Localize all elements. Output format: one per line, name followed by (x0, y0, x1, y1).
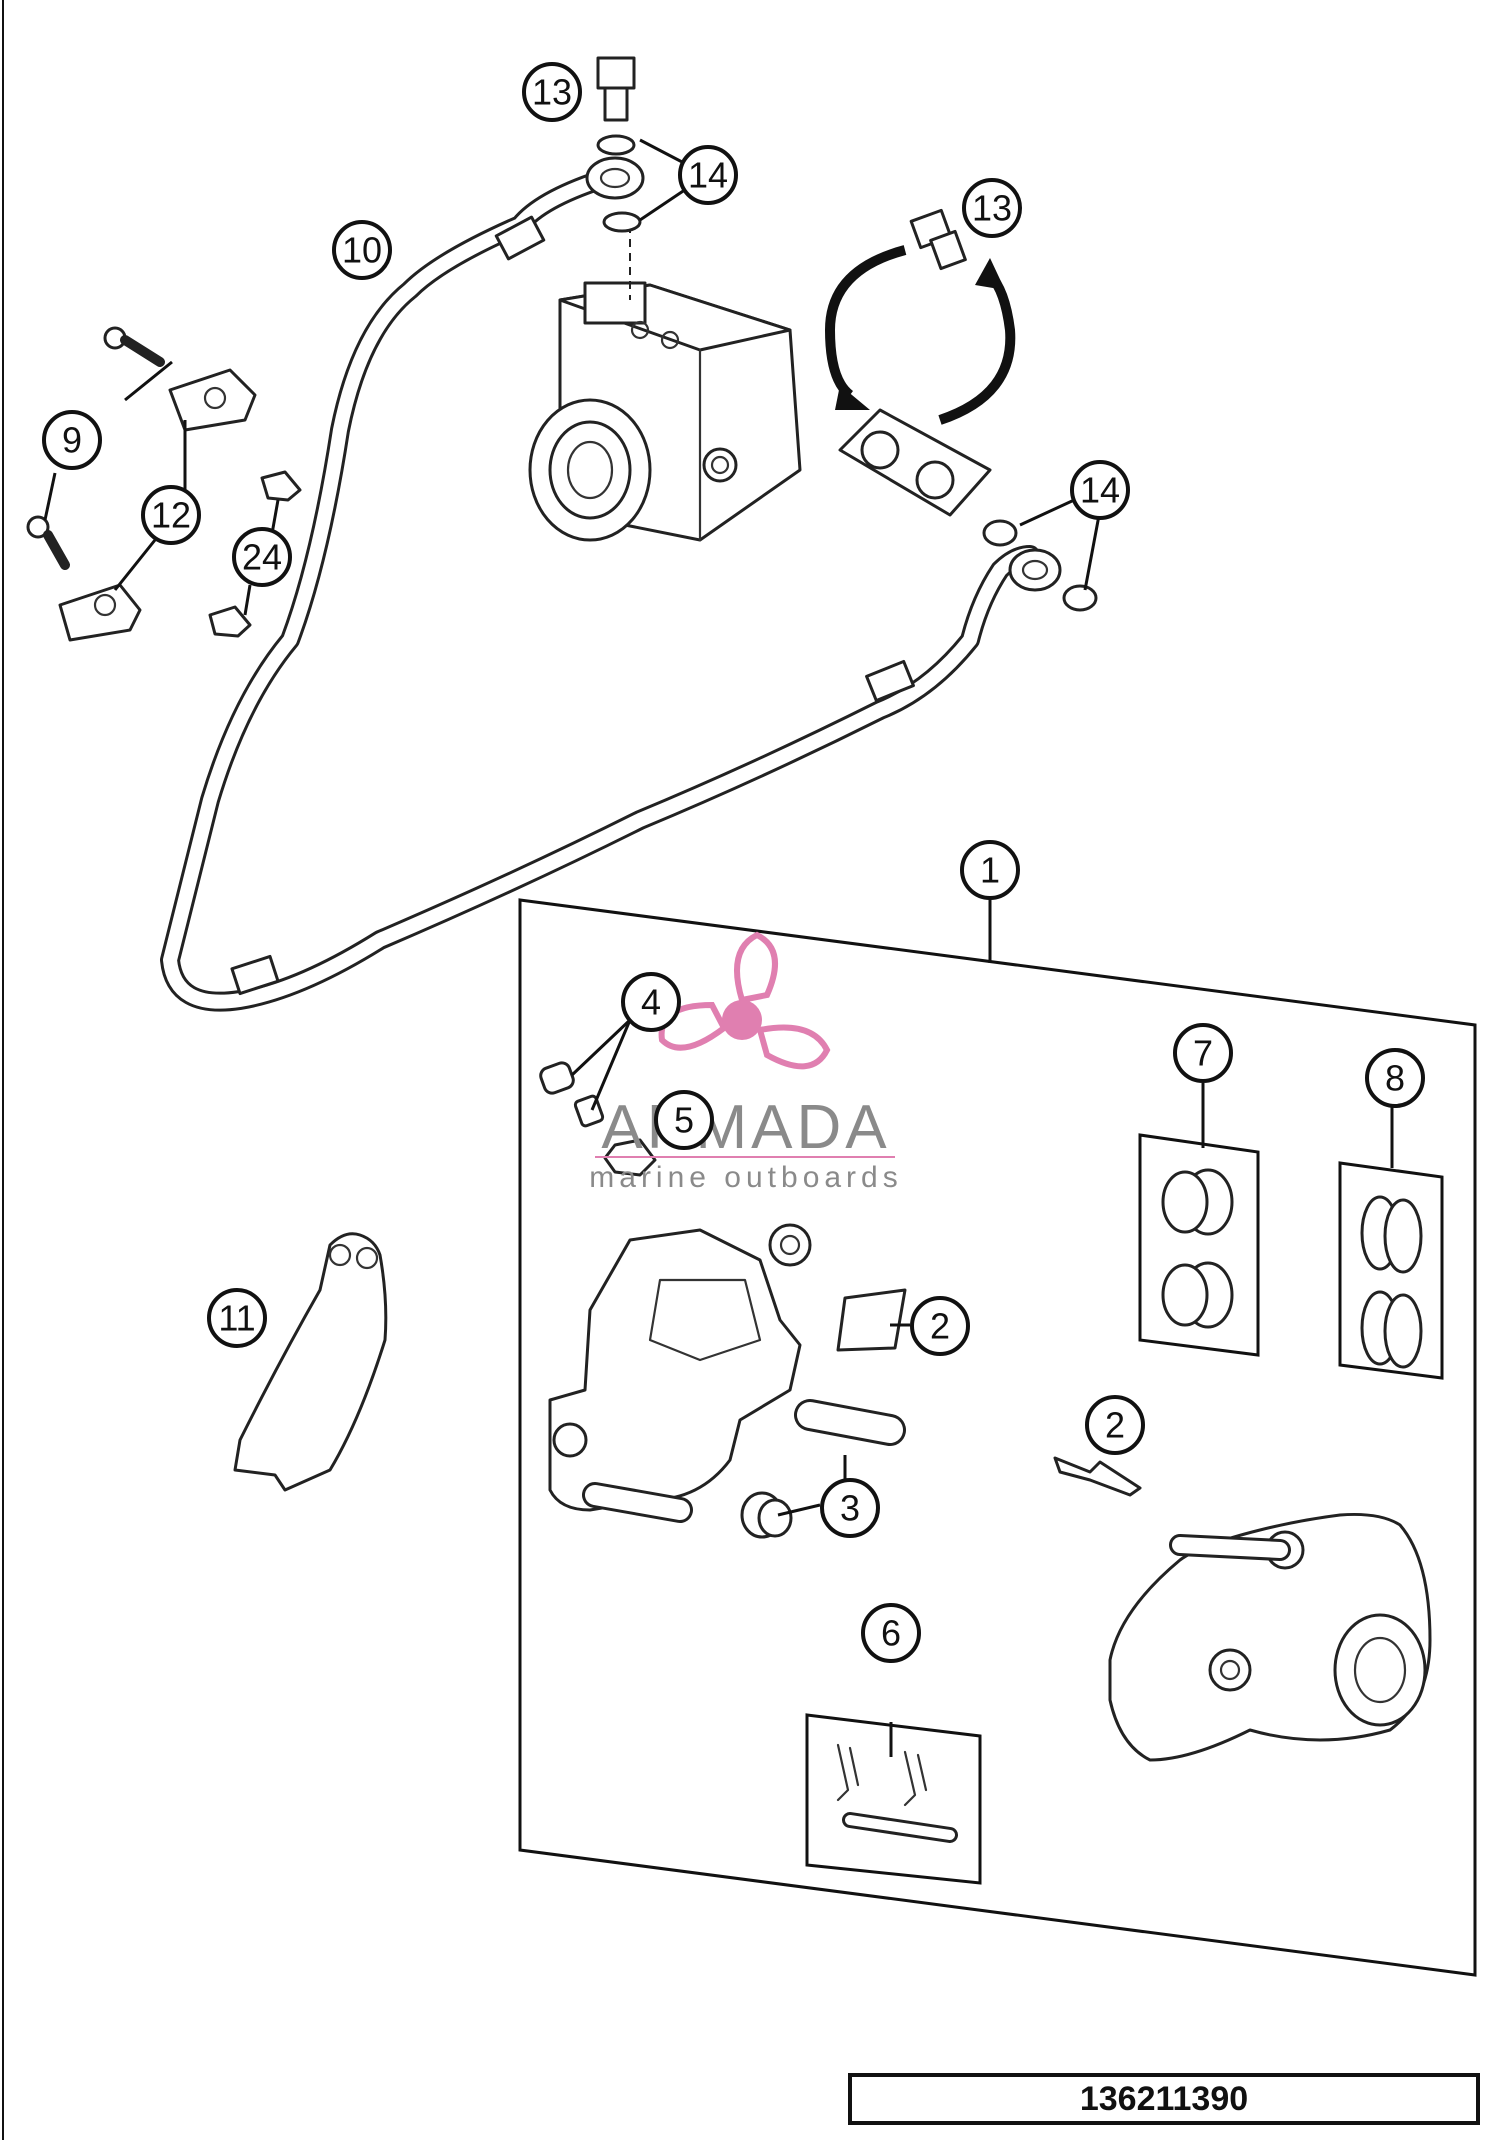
svg-text:24: 24 (242, 537, 282, 578)
svg-text:3: 3 (840, 1488, 860, 1529)
watermark-tagline: marine outboards (589, 1161, 902, 1194)
svg-text:14: 14 (1080, 470, 1120, 511)
screw-lower (26, 515, 70, 570)
callout-4: 4 (621, 972, 681, 1032)
callout-9: 9 (42, 410, 102, 470)
caliper-body (1108, 1513, 1432, 1762)
callout-7: 7 (1173, 1023, 1233, 1083)
callout-12: 12 (141, 485, 201, 545)
svg-text:5: 5 (674, 1100, 694, 1141)
bleeder-cap (539, 1061, 575, 1095)
pad-pin-kit-box (805, 1713, 982, 1885)
svg-text:2: 2 (930, 1306, 950, 1347)
svg-text:12: 12 (151, 495, 191, 536)
document-number: 136211390 (1080, 2080, 1248, 2118)
callout-5: 5 (654, 1090, 714, 1150)
callout-6: 6 (861, 1603, 921, 1663)
document-number-box: 136211390 (848, 2073, 1480, 2125)
svg-text:13: 13 (532, 72, 572, 113)
rotation-arrows-icon (824, 245, 1016, 425)
svg-text:7: 7 (1193, 1033, 1213, 1074)
caliper-carrier (548, 1223, 812, 1512)
hose-holder-upper (168, 368, 257, 432)
abs-hydraulic-unit (528, 225, 802, 542)
pin-clips (836, 1743, 928, 1807)
callout-8: 8 (1365, 1048, 1425, 1108)
callout-11: 11 (207, 1288, 267, 1348)
pad-spring-upper (836, 1288, 907, 1352)
callout-13a: 13 (522, 62, 582, 122)
sealing-washers-right (982, 519, 1098, 612)
callout-14a: 14 (678, 145, 738, 205)
sealing-washers-top (596, 134, 642, 233)
svg-text:10: 10 (342, 230, 382, 271)
svg-text:8: 8 (1385, 1058, 1405, 1099)
svg-text:11: 11 (218, 1298, 255, 1339)
banjo-bolt-right (909, 208, 967, 271)
watermark-brand: ARMADA (601, 1093, 890, 1162)
callout-2b: 2 (1085, 1395, 1145, 1455)
svg-text:2: 2 (1105, 1405, 1125, 1446)
pad-retaining-pin (842, 1812, 958, 1843)
brake-pad (233, 1232, 388, 1492)
hose-clip-upper (260, 470, 302, 502)
svg-text:4: 4 (641, 982, 661, 1023)
svg-text:14: 14 (688, 155, 728, 196)
callout-13b: 13 (962, 178, 1022, 238)
guide-pin-short (794, 1399, 906, 1446)
hose-clip-lower (208, 605, 252, 638)
banjo-bolt-top (596, 56, 636, 122)
adapter-block (838, 408, 992, 517)
screw-upper (103, 326, 165, 367)
callout-3: 3 (820, 1478, 880, 1538)
guide-pin-long (582, 1482, 693, 1523)
pistons (1161, 1168, 1234, 1329)
watermark: ARMADA marine outboards (589, 931, 902, 1194)
propeller-icon (658, 931, 831, 1070)
hose-holder-lower (58, 583, 142, 642)
callout-14b: 14 (1070, 460, 1130, 520)
brake-hose (160, 156, 1062, 1012)
callout-10: 10 (332, 220, 392, 280)
svg-text:6: 6 (881, 1613, 901, 1654)
callout-2a: 2 (910, 1296, 970, 1356)
callout-24: 24 (232, 527, 292, 587)
svg-text:13: 13 (972, 188, 1012, 229)
callout-1: 1 (960, 840, 1020, 900)
svg-text:1: 1 (980, 850, 1000, 891)
pad-spring-lower (1053, 1456, 1142, 1497)
seal-rings (1360, 1195, 1423, 1369)
svg-text:9: 9 (62, 420, 82, 461)
